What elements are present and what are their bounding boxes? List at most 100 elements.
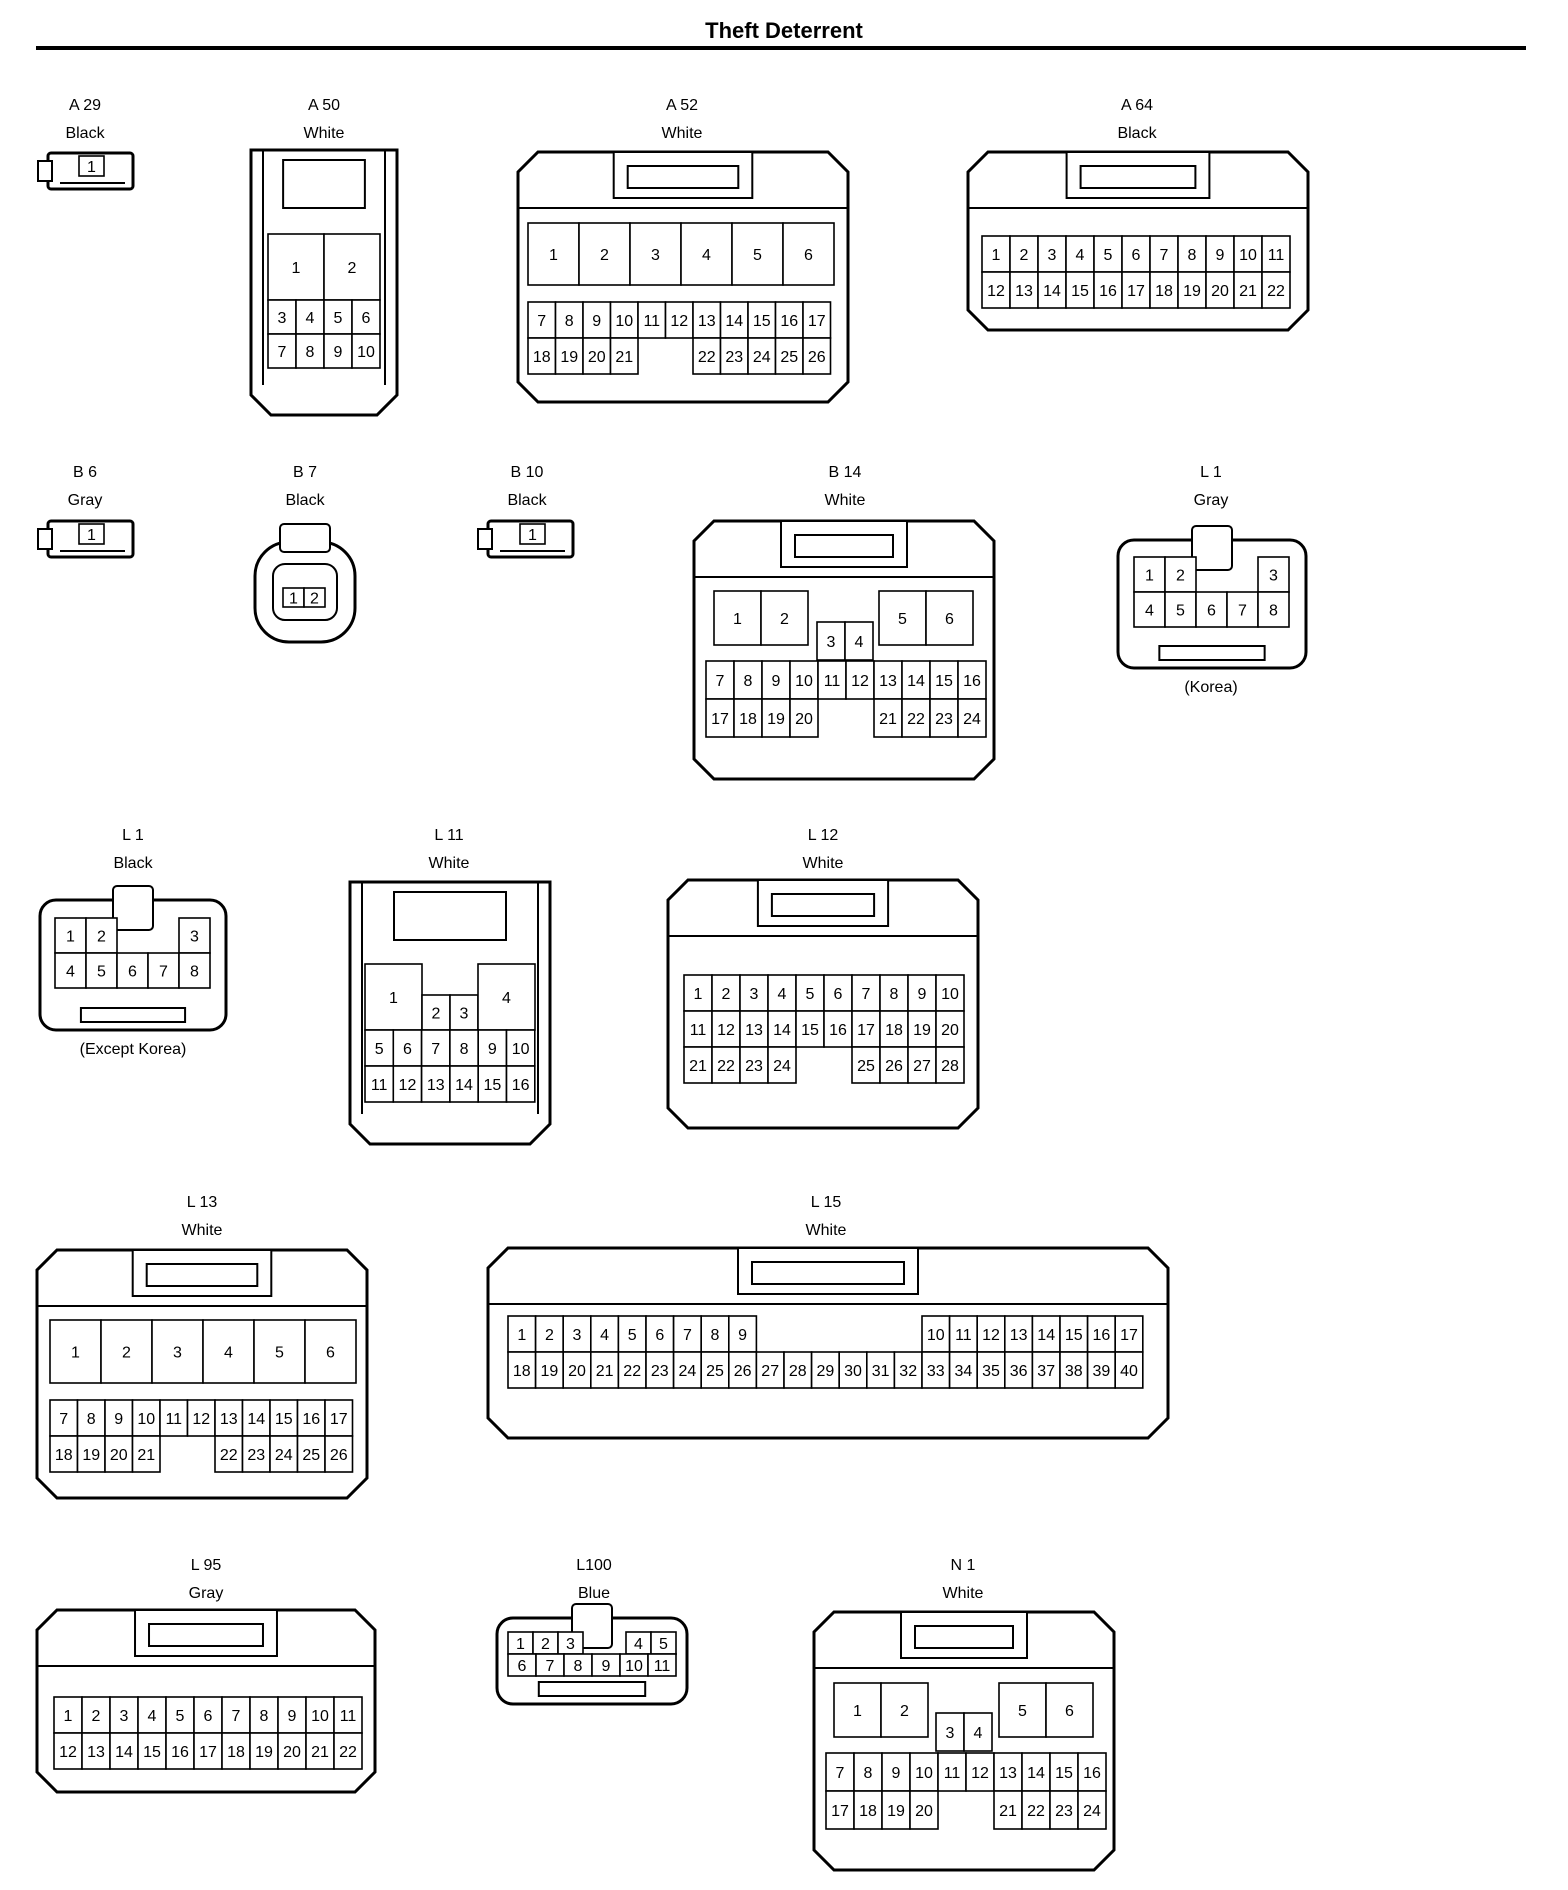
pin-number: 32 xyxy=(899,1363,917,1380)
pin-number: 13 xyxy=(87,1744,105,1761)
pin-number: 10 xyxy=(625,1658,643,1675)
pin-number: 7 xyxy=(862,986,871,1003)
pin-number: 11 xyxy=(340,1708,357,1725)
pin-8: 8 xyxy=(554,301,584,339)
pin-14: 14 xyxy=(241,1399,271,1437)
pin-number: 2 xyxy=(348,260,357,277)
pin-number: 23 xyxy=(745,1058,763,1075)
pin-29: 29 xyxy=(810,1351,840,1389)
pin-number: 1 xyxy=(992,247,1001,264)
pin-11: 11 xyxy=(1261,235,1291,273)
pin-7: 7 xyxy=(147,952,180,989)
pin-1: 1 xyxy=(519,523,546,545)
pin-number: 8 xyxy=(87,1411,96,1428)
pin-number: 13 xyxy=(220,1411,238,1428)
pin-4: 4 xyxy=(202,1319,255,1384)
pin-38: 38 xyxy=(1059,1351,1089,1389)
pin-number: 17 xyxy=(808,313,826,330)
pin-number: 15 xyxy=(483,1077,501,1094)
connector-id-label: L 12 xyxy=(808,827,839,844)
pin-number: 22 xyxy=(1027,1803,1045,1820)
pin-number: 12 xyxy=(971,1765,989,1782)
connector-note: (Korea) xyxy=(1184,679,1237,696)
pin-number: 12 xyxy=(192,1411,210,1428)
pin-2: 2 xyxy=(1009,235,1039,273)
pin-number: 12 xyxy=(987,283,1005,300)
pin-9: 9 xyxy=(277,1696,307,1734)
pin-number: 1 xyxy=(528,527,537,544)
pin-7: 7 xyxy=(1149,235,1179,273)
pin-2: 2 xyxy=(421,994,451,1031)
pin-number: 11 xyxy=(824,673,841,690)
pin-number: 33 xyxy=(927,1363,945,1380)
pin-15: 15 xyxy=(929,660,959,700)
pin-number: 1 xyxy=(389,990,398,1007)
pin-11: 11 xyxy=(333,1696,363,1734)
pin-19: 19 xyxy=(907,1010,937,1048)
pin-17: 17 xyxy=(1114,1315,1144,1353)
pin-9: 9 xyxy=(727,1315,758,1353)
pin-number: 17 xyxy=(831,1803,849,1820)
pin-number: 20 xyxy=(941,1022,959,1039)
pin-4: 4 xyxy=(1065,235,1095,273)
pin-number: 16 xyxy=(1099,283,1117,300)
pin-number: 9 xyxy=(918,986,927,1003)
pin-4: 4 xyxy=(625,1631,652,1655)
pin-number: 8 xyxy=(574,1658,583,1675)
pin-6: 6 xyxy=(193,1696,223,1734)
connector-color-label: Black xyxy=(507,492,547,509)
pin-number: 10 xyxy=(915,1765,933,1782)
pin-9: 9 xyxy=(591,1653,621,1677)
pin-40: 40 xyxy=(1114,1351,1144,1389)
pin-2: 2 xyxy=(323,233,381,301)
pin-28: 28 xyxy=(935,1046,965,1084)
pin-number: 24 xyxy=(773,1058,791,1075)
pin-number: 8 xyxy=(260,1708,269,1725)
pin-number: 9 xyxy=(738,1327,747,1344)
pin-15: 15 xyxy=(1059,1315,1089,1353)
pin-24: 24 xyxy=(767,1046,797,1084)
pin-number: 17 xyxy=(857,1022,875,1039)
pin-number: 15 xyxy=(1055,1765,1073,1782)
pin-18: 18 xyxy=(527,337,557,375)
pin-1: 1 xyxy=(507,1315,537,1353)
pin-number: 4 xyxy=(778,986,787,1003)
pin-26: 26 xyxy=(802,337,832,375)
pin-number: 24 xyxy=(1083,1803,1101,1820)
pin-5: 5 xyxy=(731,222,784,286)
pin-10: 10 xyxy=(921,1315,951,1353)
pin-number: 4 xyxy=(1145,603,1154,620)
pin-1: 1 xyxy=(78,155,105,177)
pin-15: 15 xyxy=(747,301,777,339)
pin-number: 3 xyxy=(460,1006,469,1023)
pin-number: 37 xyxy=(1037,1363,1055,1380)
pin-number: 6 xyxy=(945,611,954,628)
pin-28: 28 xyxy=(783,1351,813,1389)
pin-number: 5 xyxy=(334,310,343,327)
pin-number: 15 xyxy=(1065,1327,1083,1344)
pin-9: 9 xyxy=(881,1752,911,1792)
pin-4: 4 xyxy=(680,222,733,286)
pin-number: 13 xyxy=(427,1077,445,1094)
pin-number: 6 xyxy=(403,1041,412,1058)
pin-number: 22 xyxy=(717,1058,735,1075)
pin-number: 9 xyxy=(334,344,343,361)
pin-2: 2 xyxy=(85,917,118,954)
pin-number: 29 xyxy=(817,1363,835,1380)
pin-33: 33 xyxy=(921,1351,951,1389)
pin-11: 11 xyxy=(948,1315,978,1353)
pin-number: 22 xyxy=(339,1744,357,1761)
pin-15: 15 xyxy=(269,1399,299,1437)
pin-37: 37 xyxy=(1031,1351,1061,1389)
pin-2: 2 xyxy=(711,974,741,1012)
pin-number: 5 xyxy=(1104,247,1113,264)
pin-15: 15 xyxy=(1065,271,1095,309)
pin-number: 1 xyxy=(516,1636,525,1653)
pin-number: 4 xyxy=(974,1725,983,1742)
pin-22: 22 xyxy=(214,1435,244,1473)
pin-3: 3 xyxy=(562,1315,592,1353)
pin-number: 22 xyxy=(1267,283,1285,300)
pin-number: 9 xyxy=(114,1411,123,1428)
